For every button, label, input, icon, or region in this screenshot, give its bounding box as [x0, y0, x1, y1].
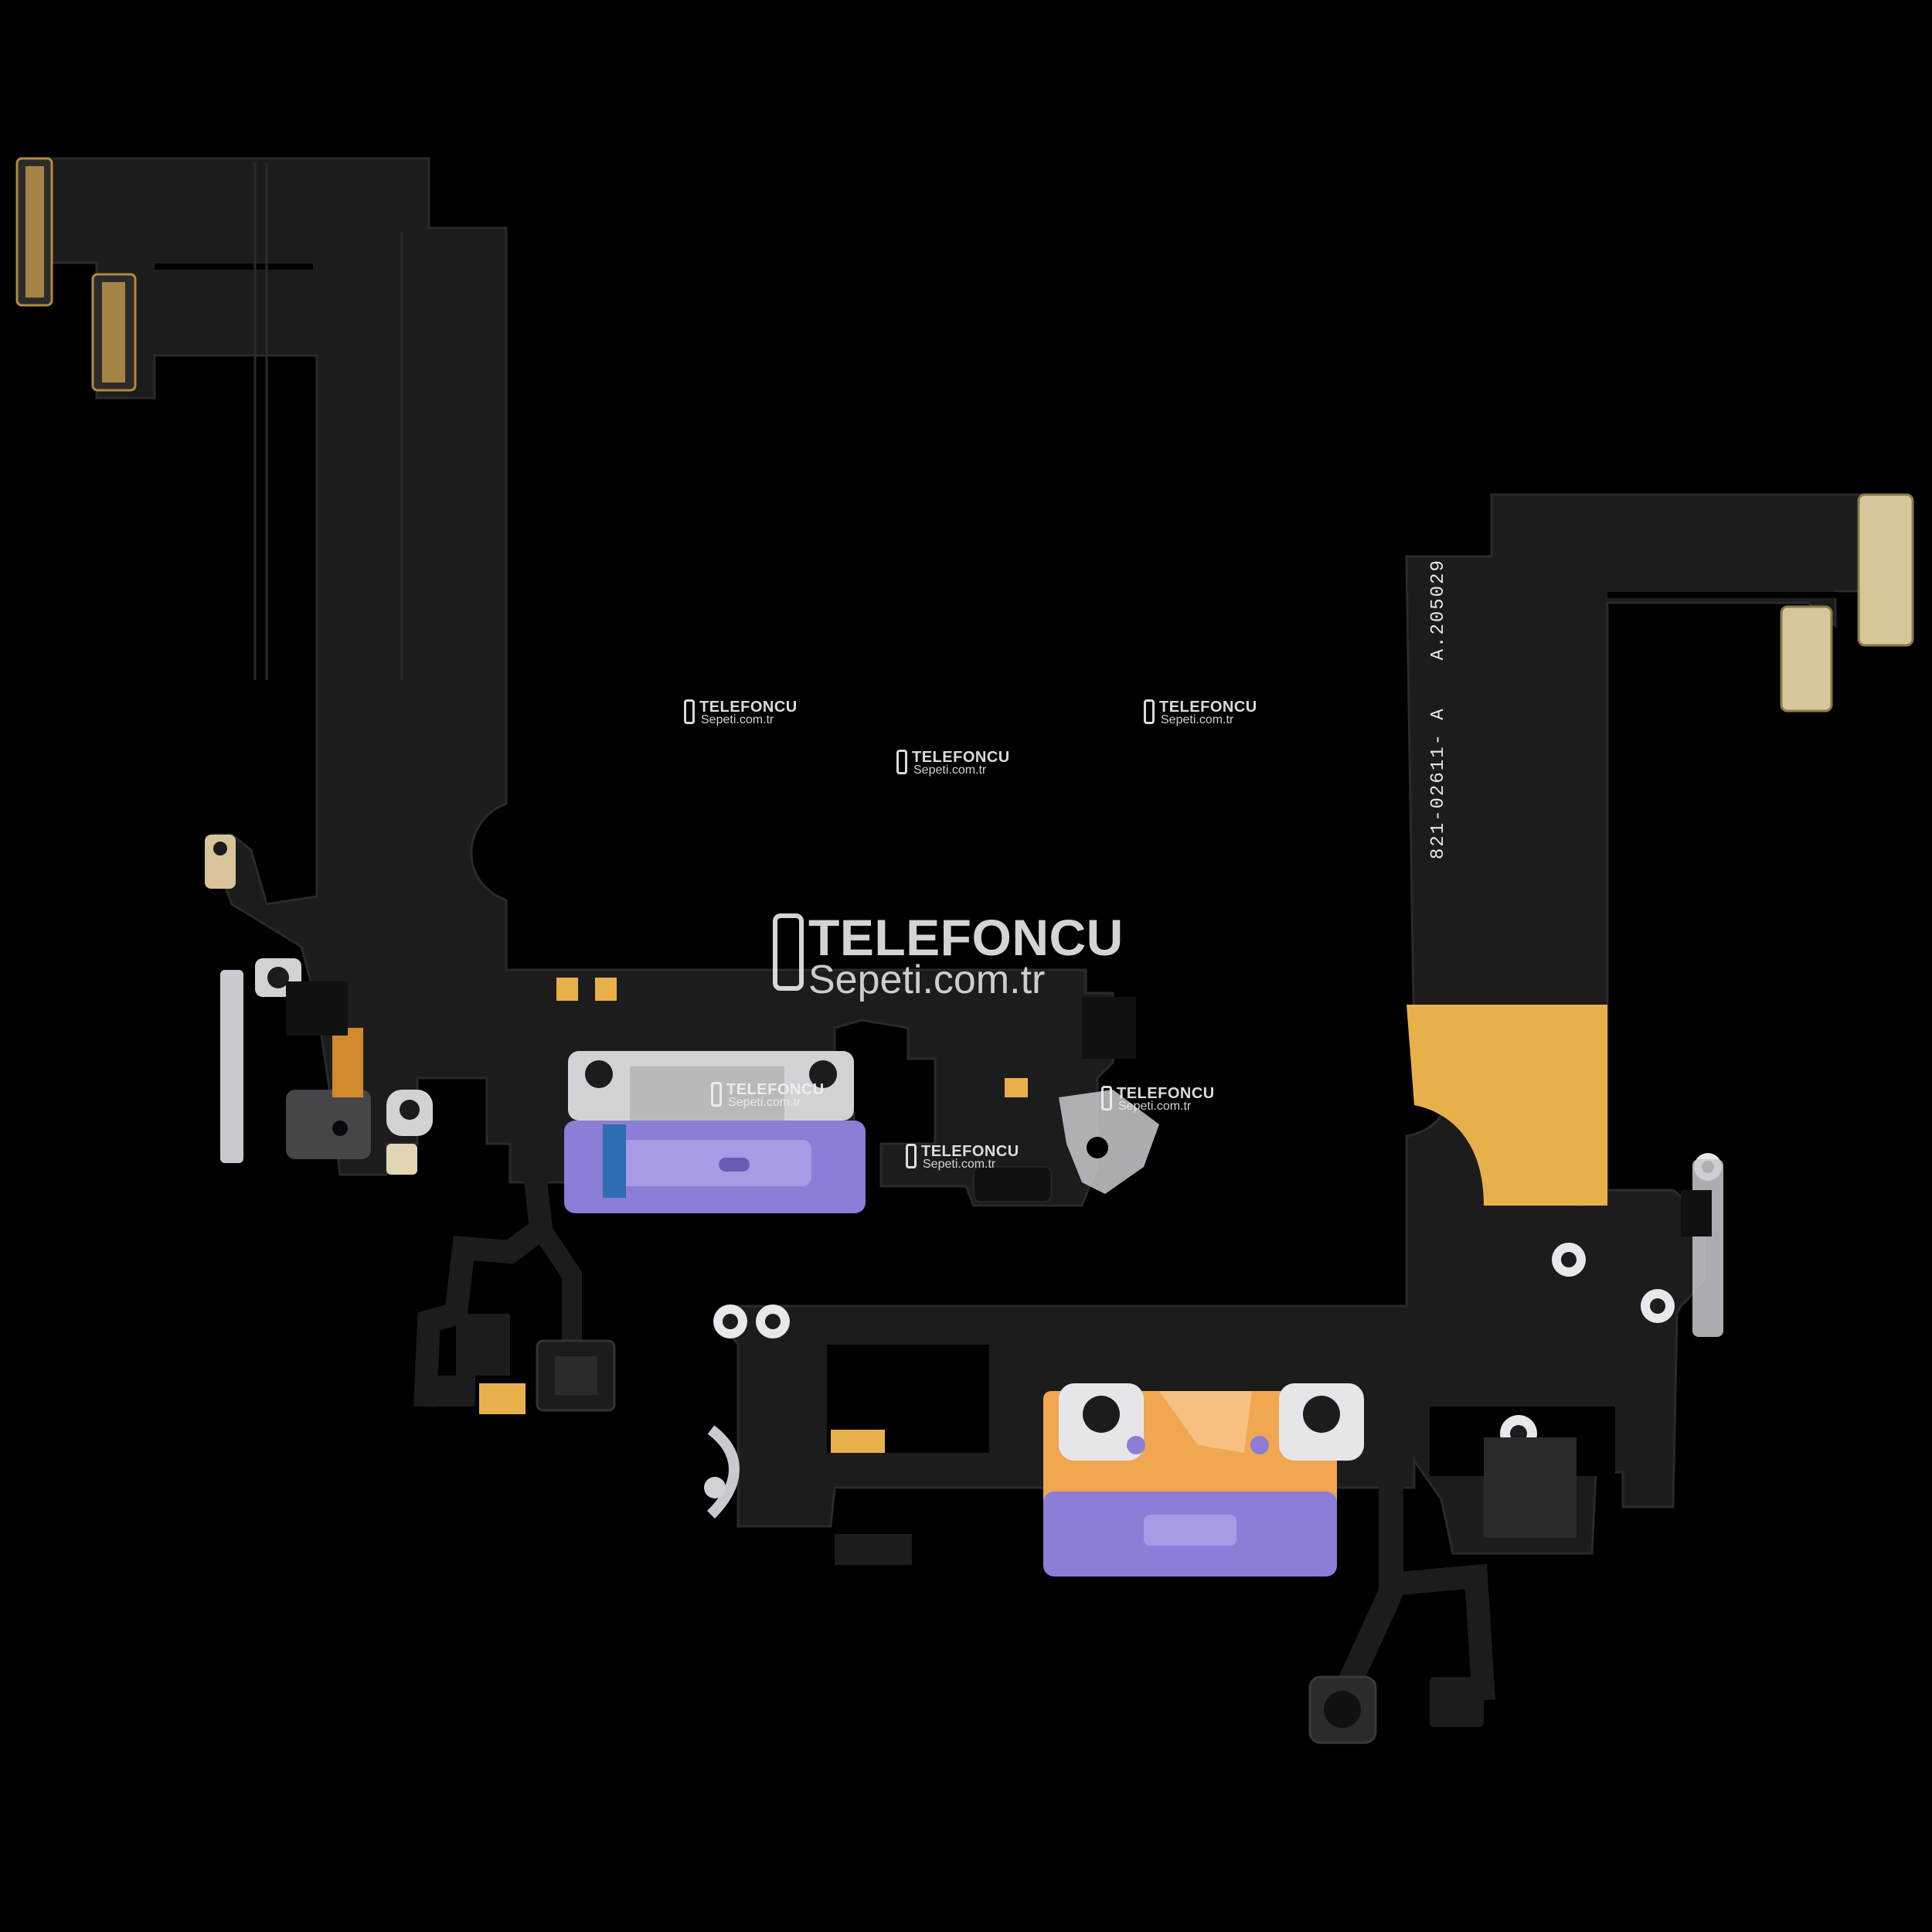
part-number: 821-02611- A [1428, 707, 1449, 859]
part-code: A.205029 [1428, 559, 1449, 661]
watermark-brand: TELEFONCU [808, 909, 1124, 966]
watermark-site: Sepeti.com.tr [808, 957, 1046, 1002]
watermark-small-1: TELEFONCU Sepeti.com.tr [684, 699, 798, 726]
watermark-small-6: TELEFONCU Sepeti.com.tr [906, 1144, 1019, 1171]
phone-logo-icon [906, 1144, 917, 1168]
top-connector-tab-2 [1780, 605, 1833, 713]
right-flex-cable [704, 493, 1914, 1744]
left-flex-cable [15, 157, 1159, 1414]
watermark-small-3: TELEFONCU Sepeti.com.tr [896, 750, 1010, 777]
phone-logo-icon [1144, 699, 1155, 724]
phone-logo-icon [684, 699, 695, 724]
phone-logo-icon [773, 913, 804, 991]
watermark-large: TELEFONCU Sepeti.com.tr [773, 912, 1124, 1000]
phone-logo-icon [1101, 1086, 1112, 1111]
part-number-label: 821-02611- A A.205029 [1428, 559, 1449, 859]
watermark-small-2: TELEFONCU Sepeti.com.tr [1144, 699, 1257, 726]
top-connector-tab-1 [1857, 493, 1914, 647]
watermark-small-4: TELEFONCU Sepeti.com.tr [711, 1082, 825, 1109]
phone-logo-icon [896, 750, 907, 774]
watermark-small-5: TELEFONCU Sepeti.com.tr [1101, 1086, 1215, 1113]
gold-stiffener [1406, 1005, 1607, 1206]
phone-logo-icon [711, 1082, 722, 1107]
